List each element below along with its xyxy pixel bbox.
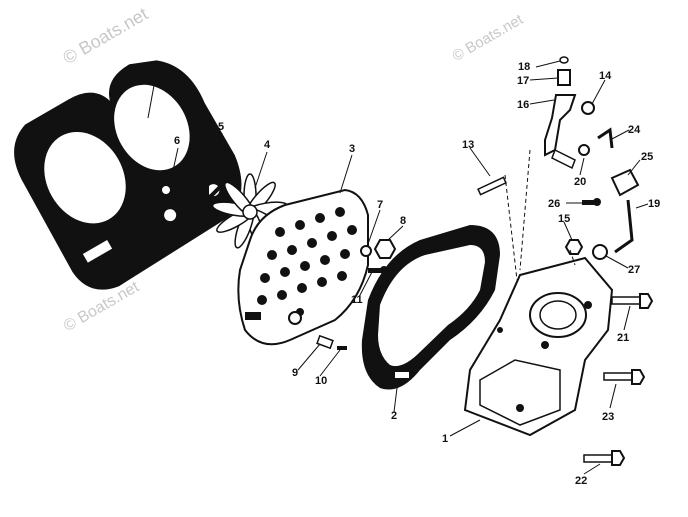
callout-10: 10 xyxy=(315,375,327,387)
part-13-stud xyxy=(477,176,507,196)
part-12-gasket xyxy=(14,60,242,290)
callout-11: 11 xyxy=(351,294,363,306)
part-16-linkage-arm xyxy=(544,94,577,170)
callout-2: 2 xyxy=(391,410,397,422)
callout-16: 16 xyxy=(517,99,529,111)
guide-lines xyxy=(504,149,576,281)
part-23-bolt xyxy=(603,369,646,385)
part-17-spacer xyxy=(557,69,571,86)
part-15-nut xyxy=(564,239,584,255)
callout-25: 25 xyxy=(641,151,653,163)
callout-27: 27 xyxy=(628,264,640,276)
part-7-washer xyxy=(360,245,372,257)
callout-12: 12 xyxy=(148,68,160,80)
part-10-screw xyxy=(337,346,347,350)
leader-lines xyxy=(147,60,649,475)
part-18-clip xyxy=(559,56,569,64)
part-14-washer xyxy=(581,101,595,115)
part-9-pin xyxy=(316,334,334,350)
part-22-bolt xyxy=(583,450,626,466)
callout-1: 1 xyxy=(442,433,448,445)
callout-15: 15 xyxy=(558,213,570,225)
part-6-screw xyxy=(160,184,182,196)
part-2-gasket xyxy=(361,225,500,390)
callout-4: 4 xyxy=(264,139,271,151)
part-21-bolt xyxy=(611,293,654,309)
callout-21: 21 xyxy=(617,332,629,344)
callout-20: 20 xyxy=(574,176,586,188)
callout-23: 23 xyxy=(602,411,614,423)
callout-17: 17 xyxy=(517,75,529,87)
callout-8: 8 xyxy=(400,215,406,227)
callout-9: 9 xyxy=(292,367,298,379)
callout-labels: 12 6 5 4 3 7 8 11 9 10 2 1 13 16 17 18 1… xyxy=(148,61,660,487)
callout-13: 13 xyxy=(462,139,474,151)
part-26-screw xyxy=(582,198,601,206)
part-3-reed-plate xyxy=(237,188,369,346)
callout-24: 24 xyxy=(628,124,641,136)
callout-26: 26 xyxy=(548,198,560,210)
callout-6: 6 xyxy=(174,135,180,147)
callout-14: 14 xyxy=(599,70,612,82)
callout-18: 18 xyxy=(518,61,530,73)
part-20-nut xyxy=(578,144,590,156)
callout-3: 3 xyxy=(349,143,355,155)
callout-5: 5 xyxy=(218,121,224,133)
part-25-bracket xyxy=(610,168,640,197)
part-19-rod xyxy=(614,199,634,254)
part-24-link-rod xyxy=(597,127,614,149)
part-27-fitting xyxy=(592,244,608,260)
part-1-manifold-housing xyxy=(463,256,614,437)
part-4-petal-plate xyxy=(211,173,289,249)
callout-7: 7 xyxy=(377,199,383,211)
callout-22: 22 xyxy=(575,475,587,487)
part-8-nut xyxy=(373,239,397,259)
callout-19: 19 xyxy=(648,198,660,210)
part-5-reed-star xyxy=(185,178,229,222)
